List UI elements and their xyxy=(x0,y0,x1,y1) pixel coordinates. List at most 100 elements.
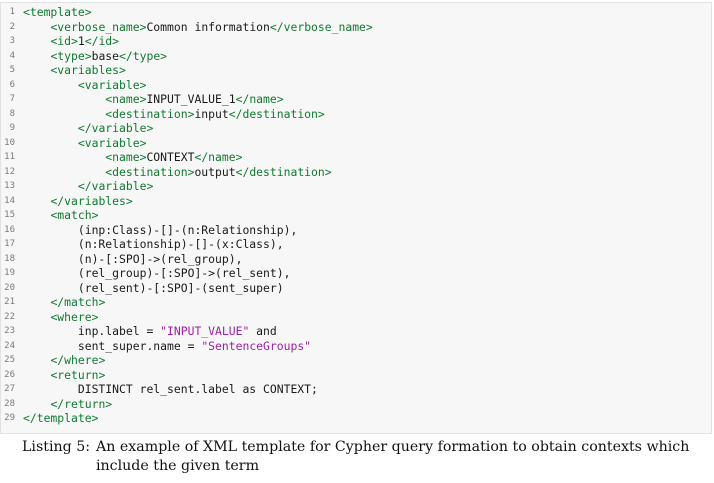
xml-tag: </where> xyxy=(50,353,106,367)
code-token xyxy=(23,136,78,150)
code-text: </variable> xyxy=(23,121,153,136)
line-number: 6 xyxy=(9,79,15,90)
line-number: 21 xyxy=(4,297,15,307)
code-token xyxy=(23,121,78,135)
xml-tag: </match> xyxy=(50,295,106,309)
xml-tag: <variables> xyxy=(50,63,126,77)
code-line: 11 <name>CONTEXT</name> xyxy=(1,150,242,165)
code-text: (n)-[:SPO]->(rel_group), xyxy=(23,251,243,267)
code-text: <destination>output</destination> xyxy=(23,164,332,180)
code-token xyxy=(23,92,105,106)
code-token: base xyxy=(91,48,120,63)
code-text: <id>1</id> xyxy=(23,34,119,49)
code-token: (rel_sent)-[:SPO]-(sent_super) xyxy=(23,280,284,295)
xml-tag: <destination> xyxy=(105,106,195,121)
code-token: CONTEXT xyxy=(146,150,195,164)
code-token xyxy=(23,78,78,92)
line-number: 12 xyxy=(4,166,15,177)
code-token xyxy=(23,295,50,309)
line-number: 2 xyxy=(9,21,15,32)
xml-tag: <variable> xyxy=(77,77,147,92)
code-text: <name>CONTEXT</name> xyxy=(23,150,242,165)
xml-tag: </destination> xyxy=(235,164,332,179)
code-line: 23 inp.label = "INPUT_VALUE" and xyxy=(1,324,277,339)
line-number: 18 xyxy=(4,253,15,264)
code-token: DISTINCT rel_sent.label as CONTEXT; xyxy=(23,382,318,396)
line-number: 14 xyxy=(4,195,15,206)
line-number: 28 xyxy=(4,398,15,409)
line-number: 7 xyxy=(9,94,15,104)
code-text: (inp:Class)-[]-(n:Relationship), xyxy=(23,223,297,238)
code-line: 28 </return> xyxy=(1,397,112,412)
code-line: 16 (inp:Class)-[]-(n:Relationship), xyxy=(1,223,297,238)
xml-tag: <type> xyxy=(50,48,92,63)
string-literal: "INPUT_VALUE" xyxy=(160,324,250,338)
xml-tag: <match> xyxy=(50,208,99,222)
code-line: 29 </template> xyxy=(1,411,98,426)
code-line: 21 </match> xyxy=(1,295,105,310)
code-token: Common information xyxy=(146,19,270,34)
code-token xyxy=(23,194,50,208)
line-number: 27 xyxy=(4,384,15,394)
code-token xyxy=(23,49,50,63)
code-text: </variable> xyxy=(23,179,153,194)
code-token xyxy=(23,310,50,324)
xml-tag: <return> xyxy=(50,367,106,382)
code-token xyxy=(23,63,50,77)
code-token: (inp:Class)-[]-(n:Relationship), xyxy=(23,222,298,237)
xml-tag: <where> xyxy=(50,309,99,324)
code-text: <return> xyxy=(23,368,105,383)
line-number: 23 xyxy=(4,326,15,336)
xml-tag: <destination> xyxy=(105,164,195,179)
line-number: 22 xyxy=(4,311,15,322)
code-listing: 1<template>2 <verbose_name>Common inform… xyxy=(0,2,712,434)
code-token xyxy=(23,20,50,34)
code-line: 3 <id>1</id> xyxy=(1,34,119,49)
line-number: 10 xyxy=(4,137,15,148)
code-text: sent_super.name = "SentenceGroups" xyxy=(23,339,311,354)
xml-tag: </template> xyxy=(23,411,99,425)
code-line: 25 </where> xyxy=(1,353,105,368)
code-token xyxy=(23,368,50,382)
xml-tag: <variable> xyxy=(77,135,147,150)
code-line: 14 </variables> xyxy=(1,194,133,209)
code-line: 18 (n)-[:SPO]->(rel_group), xyxy=(1,252,242,267)
xml-tag: </variable> xyxy=(77,179,154,193)
code-token: INPUT_VALUE_1 xyxy=(146,92,236,106)
xml-tag: </return> xyxy=(50,396,113,411)
code-line: 5 <variables> xyxy=(1,63,126,78)
line-number: 13 xyxy=(4,181,15,191)
code-text: DISTINCT rel_sent.label as CONTEXT; xyxy=(23,382,318,397)
code-token: output xyxy=(194,164,236,179)
line-number: 11 xyxy=(4,152,15,162)
line-number: 8 xyxy=(9,108,15,119)
line-number: 29 xyxy=(4,413,15,423)
code-line: 9 </variable> xyxy=(1,121,154,136)
listing-caption: Listing 5:An example of XML template for… xyxy=(22,438,708,476)
code-text: </match> xyxy=(23,295,105,310)
code-token xyxy=(23,34,50,48)
xml-tag: </type> xyxy=(119,48,168,63)
line-number: 25 xyxy=(4,355,15,365)
code-line: 1 <template> xyxy=(1,5,92,20)
xml-tag: </name> xyxy=(235,92,284,106)
line-number: 26 xyxy=(4,369,15,380)
code-line: 24 sent_super.name = "SentenceGroups" xyxy=(1,339,311,354)
code-line: 12 <destination>output</destination> xyxy=(1,164,332,180)
code-line: 17 (n:Relationship)-[]-(x:Class), xyxy=(1,237,283,252)
xml-tag: </variable> xyxy=(77,121,154,135)
code-line: 10 <variable> xyxy=(1,136,146,151)
code-line: 13 </variable> xyxy=(1,179,153,194)
code-text: <where> xyxy=(23,310,98,325)
code-text: <name>INPUT_VALUE_1</name> xyxy=(23,92,284,107)
code-text: <template> xyxy=(23,5,92,20)
code-token: (n)-[:SPO]->(rel_group), xyxy=(23,251,243,266)
line-number: 3 xyxy=(9,36,15,46)
xml-tag: </name> xyxy=(194,150,243,164)
code-text: <variable> xyxy=(23,77,147,93)
line-number: 1 xyxy=(9,7,15,17)
code-line: 4 <type>base</type> xyxy=(1,49,167,64)
code-text: inp.label = "INPUT_VALUE" and xyxy=(23,324,277,339)
caption-text: An example of XML template for Cypher qu… xyxy=(96,439,690,474)
code-token: inp.label = xyxy=(23,324,161,338)
